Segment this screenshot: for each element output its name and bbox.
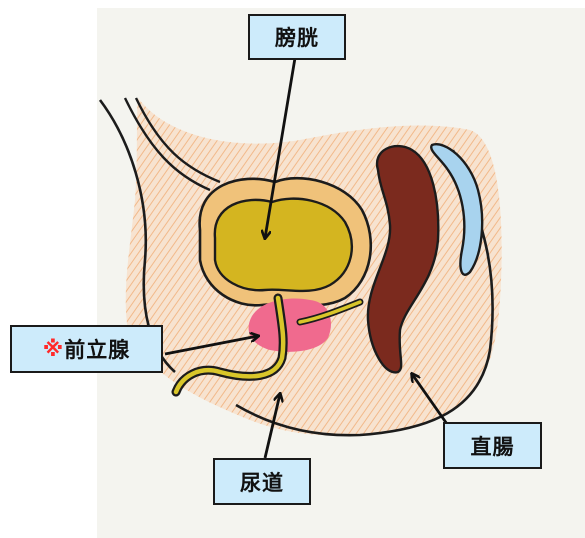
bladder — [215, 199, 352, 291]
label-prostate-mark: ※ — [43, 337, 64, 361]
label-urethra-text: 尿道 — [240, 467, 284, 497]
label-urethra: 尿道 — [213, 458, 311, 505]
label-prostate: ※前立腺 — [10, 325, 163, 373]
label-bladder: 膀胱 — [248, 14, 346, 60]
label-prostate-text: 前立腺 — [64, 334, 130, 364]
label-rectum: 直腸 — [443, 422, 542, 469]
label-rectum-text: 直腸 — [471, 431, 515, 461]
label-bladder-text: 膀胱 — [275, 22, 319, 52]
